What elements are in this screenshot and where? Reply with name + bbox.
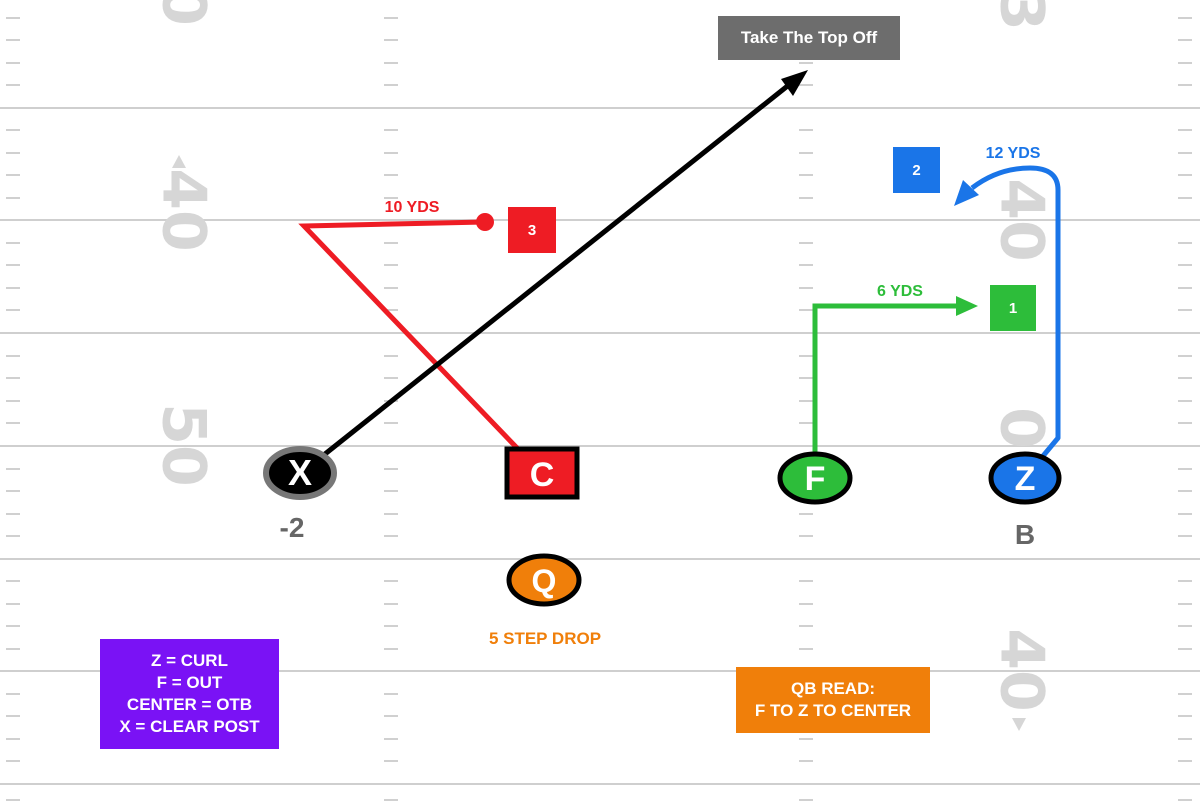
player-f[interactable]: F xyxy=(777,451,853,505)
f-route-distance: 6 YDS xyxy=(877,283,923,300)
player-q-letter: Q xyxy=(532,563,557,599)
yard-number: 0 xyxy=(148,0,218,26)
qb-read-line: F TO Z TO CENTER xyxy=(754,701,912,720)
player-z[interactable]: Z xyxy=(988,451,1062,505)
yard-number: 3 xyxy=(986,0,1056,31)
read-badge-3: 3 xyxy=(508,207,556,253)
player-x-letter: X xyxy=(288,452,312,493)
qb-read-box: QB READ: F TO Z TO CENTER xyxy=(736,667,930,733)
read-badge-1: 1 xyxy=(990,285,1036,331)
z-route-distance: 12 YDS xyxy=(986,145,1041,162)
yard-number: 0 xyxy=(986,407,1056,449)
yard-number: 40 xyxy=(148,168,218,252)
player-z-letter: Z xyxy=(1015,460,1036,498)
f-route: 6 YDS xyxy=(812,283,978,452)
player-x[interactable]: X xyxy=(263,446,337,500)
yard-number: 40 xyxy=(986,178,1056,262)
route-legend: Z = CURL F = OUT CENTER = OTB X = CLEAR … xyxy=(100,639,279,749)
yard-number: 40 xyxy=(986,628,1056,712)
hash-marks xyxy=(6,17,1192,801)
qb-read-line: QB READ: xyxy=(790,679,876,698)
legend-line: F = OUT xyxy=(156,673,223,692)
player-q[interactable]: Q xyxy=(506,553,582,607)
z-alignment-note: B xyxy=(1014,519,1036,550)
player-c[interactable]: C xyxy=(504,446,580,500)
player-c-letter: C xyxy=(530,456,555,494)
player-f-letter: F xyxy=(805,460,826,498)
qb-drop-label: 5 STEP DROP xyxy=(488,629,602,648)
yard-numbers: 0 40 50 3 40 0 40 xyxy=(148,0,1056,731)
z-route: 12 YDS xyxy=(954,145,1061,458)
yard-direction-arrow xyxy=(1012,718,1026,731)
yard-direction-arrow xyxy=(172,155,186,168)
legend-line: CENTER = OTB xyxy=(126,695,253,714)
x-alignment-note: -2 xyxy=(279,512,305,543)
center-route: 10 YDS xyxy=(298,199,520,451)
x-route xyxy=(318,70,808,460)
read-badge-2: 2 xyxy=(893,147,940,193)
legend-line: X = CLEAR POST xyxy=(119,717,260,736)
legend-line: Z = CURL xyxy=(151,651,228,670)
center-route-distance: 10 YDS xyxy=(385,199,440,216)
x-route-label: Take The Top Off xyxy=(718,16,900,60)
yard-number: 50 xyxy=(148,403,218,487)
